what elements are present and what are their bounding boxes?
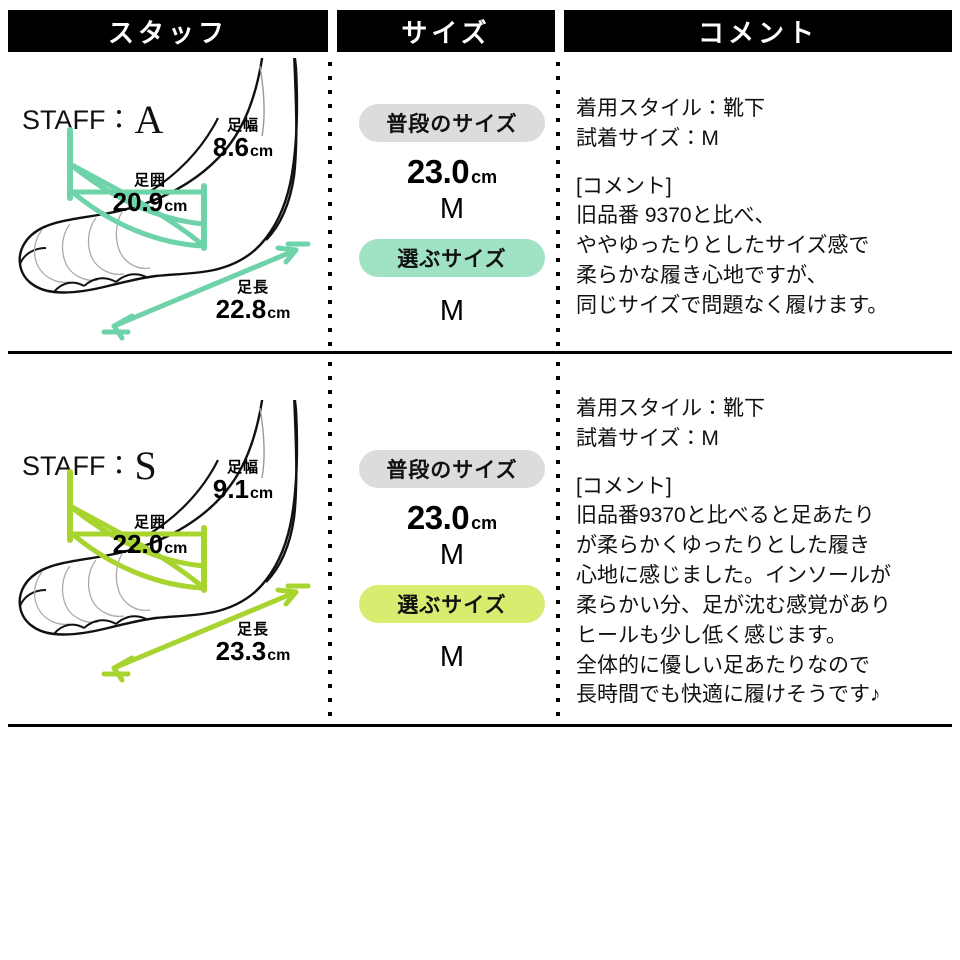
measurement-foot-girth-unit: cm bbox=[164, 539, 188, 557]
dotted-divider-size-comment-row1 bbox=[556, 62, 560, 348]
row-divider bbox=[8, 351, 952, 354]
dotted-divider-staff-size-row1 bbox=[328, 62, 332, 348]
measurement-foot-length-label: 足長 bbox=[236, 279, 269, 296]
comment-body: 旧品番9370と比べると足あたり が柔らかくゆったりとした履き 心地に感じました… bbox=[576, 504, 891, 707]
measurement-foot-girth-unit: cm bbox=[164, 197, 188, 215]
table-row: STAFF：A bbox=[8, 58, 952, 352]
comment-cell: 着用スタイル：靴下 試着サイズ：M [コメント] 旧品番 9370と比べ、 やや… bbox=[576, 58, 960, 388]
pick-size-pill: 選ぶサイズ bbox=[359, 239, 545, 278]
pick-size-pill: 選ぶサイズ bbox=[359, 585, 545, 624]
foot-diagram bbox=[18, 400, 311, 683]
measurement-foot-width: 足幅 8.6cm bbox=[178, 118, 308, 161]
usual-size-pill: 普段のサイズ bbox=[359, 450, 545, 488]
measurement-foot-girth-label: 足囲 bbox=[133, 172, 166, 189]
measurement-foot-width-label: 足幅 bbox=[226, 117, 259, 134]
table-header: スタッフ サイズ コメント bbox=[8, 10, 952, 52]
usual-size-label: 普段のサイズ bbox=[386, 459, 518, 482]
measurement-foot-length-value: 22.8 bbox=[215, 293, 267, 324]
column-header-size-label: サイズ bbox=[401, 17, 491, 48]
measurement-foot-width-label: 足幅 bbox=[226, 459, 259, 476]
measurement-foot-width-unit: cm bbox=[250, 142, 274, 160]
comment-spacer bbox=[576, 154, 960, 172]
usual-size-unit: cm bbox=[471, 513, 498, 533]
table-row: STAFF：S bbox=[8, 356, 952, 726]
measurement-foot-length: 足長 22.8cm bbox=[188, 280, 318, 323]
usual-size-value: 23.0 bbox=[406, 153, 470, 190]
measurement-foot-girth-value: 20.9 bbox=[112, 186, 164, 217]
comment-spacer bbox=[576, 454, 960, 472]
comment-style-line: 着用スタイル：靴下 bbox=[576, 397, 765, 420]
measurement-foot-width-value: 9.1 bbox=[212, 473, 250, 504]
measurement-foot-width-unit: cm bbox=[250, 484, 274, 502]
measurement-foot-girth-value: 22.0 bbox=[112, 528, 164, 559]
staff-initial: S bbox=[134, 443, 157, 488]
staff-initial: A bbox=[134, 97, 164, 142]
measurement-foot-length-unit: cm bbox=[267, 304, 291, 322]
measurement-foot-width-value: 8.6 bbox=[212, 131, 250, 162]
dotted-divider-staff-size-row2 bbox=[328, 362, 332, 720]
measurement-foot-girth: 足囲 22.0cm bbox=[70, 515, 230, 558]
comment-heading: [コメント] bbox=[576, 174, 672, 198]
comment-fitting-line: 試着サイズ：M bbox=[576, 426, 719, 450]
comment-style-line: 着用スタイル：靴下 bbox=[576, 97, 765, 120]
usual-size-letter: M bbox=[439, 192, 465, 225]
measurement-foot-length: 足長 23.3cm bbox=[188, 622, 318, 665]
column-header-comment-label: コメント bbox=[697, 17, 818, 48]
column-header-staff-label: スタッフ bbox=[107, 17, 228, 48]
comment-cell: 着用スタイル：靴下 試着サイズ：M [コメント] 旧品番9370と比べると足あた… bbox=[576, 356, 960, 764]
comment-heading: [コメント] bbox=[576, 474, 672, 498]
staff-cell: STAFF：S bbox=[8, 356, 330, 726]
usual-size-pill: 普段のサイズ bbox=[359, 104, 545, 142]
pick-size-value: M bbox=[439, 641, 465, 674]
measurement-foot-girth-label: 足囲 bbox=[133, 514, 166, 531]
column-header-comment: コメント bbox=[564, 10, 952, 52]
measurement-foot-length-unit: cm bbox=[267, 646, 291, 664]
measurement-foot-width: 足幅 9.1cm bbox=[178, 460, 308, 503]
pick-size-label: 選ぶサイズ bbox=[397, 248, 507, 272]
comment-body: 旧品番 9370と比べ、 ややゆったりとしたサイズ感で 柔らかな履き心地ですが、… bbox=[576, 204, 889, 317]
pick-size-value: M bbox=[439, 295, 465, 328]
column-header-size: サイズ bbox=[337, 10, 555, 52]
staff-cell: STAFF：A bbox=[8, 58, 330, 352]
dotted-divider-size-comment-row2 bbox=[556, 362, 560, 720]
staff-name: STAFF：A bbox=[22, 98, 163, 140]
usual-size-value: 23.0 bbox=[406, 499, 470, 536]
comment-fitting-line: 試着サイズ：M bbox=[576, 126, 719, 150]
measurement-foot-girth: 足囲 20.9cm bbox=[70, 173, 230, 216]
measurement-foot-length-value: 23.3 bbox=[215, 635, 267, 666]
pick-size-label: 選ぶサイズ bbox=[397, 594, 507, 618]
table-bottom-border bbox=[8, 724, 952, 727]
usual-size-unit: cm bbox=[471, 167, 498, 187]
column-header-staff: スタッフ bbox=[8, 10, 328, 52]
staff-prefix: STAFF： bbox=[22, 105, 133, 135]
foot-diagram bbox=[18, 58, 311, 341]
usual-size-label: 普段のサイズ bbox=[386, 113, 518, 136]
staff-prefix: STAFF： bbox=[22, 451, 133, 481]
staff-name: STAFF：S bbox=[22, 444, 157, 486]
usual-size-letter: M bbox=[439, 538, 465, 571]
measurement-foot-length-label: 足長 bbox=[236, 621, 269, 638]
